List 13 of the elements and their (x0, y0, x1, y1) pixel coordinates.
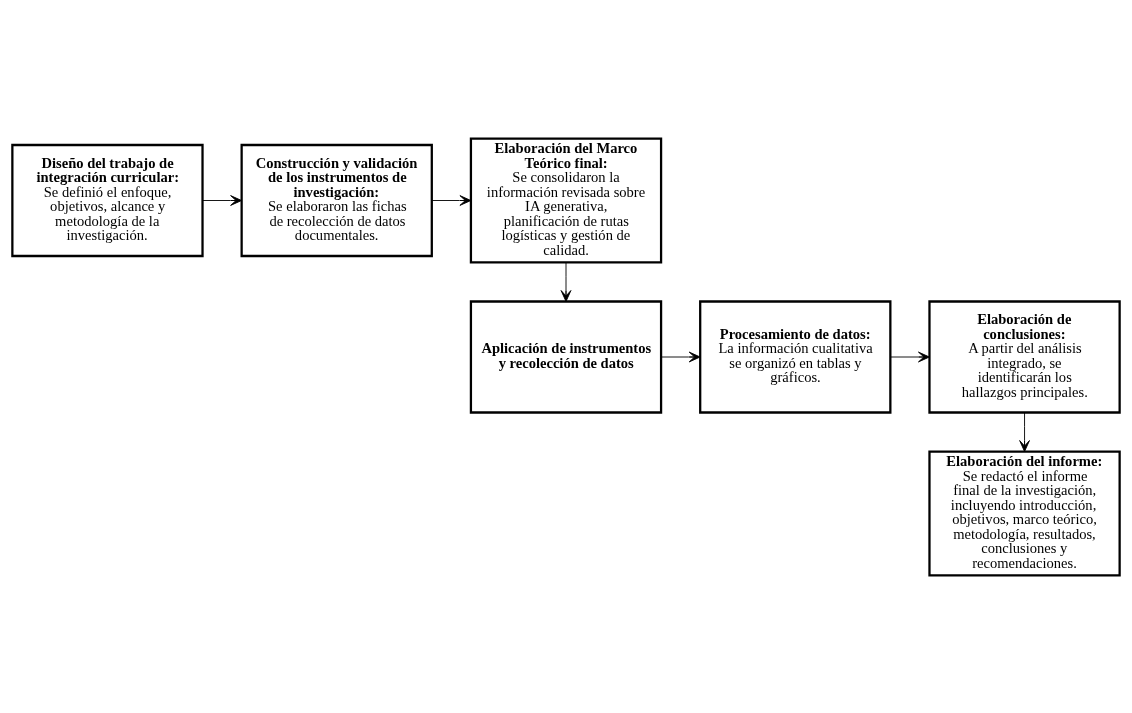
arrow (560, 261, 572, 302)
arrow (202, 194, 242, 206)
arrow (1019, 411, 1030, 452)
node-box: Diseño del trabajo de integración curricular: Se definió el enfoque, objetivos, alcance y metodología de la investigación. (11, 143, 204, 257)
node-box: Procesamiento de datos: La información cualitativa se organizó en tablas y gráficos. (699, 299, 892, 414)
node-box: Elaboración del Marco Teórico final: Se consolidaron la información revisada sobre IA generativa, planificación de rutas logísticas y gestión de calidad. (469, 137, 663, 263)
node-box: Aplicación de instrumentos y recolección de datos (469, 299, 663, 414)
arrow (890, 351, 930, 362)
node-box: Construcción y validación de los instrumentos de investigación: Se elaboraron las fichas de recolección de datos documentales. (240, 143, 433, 257)
arrow (431, 194, 472, 206)
node-box: Elaboración de conclusiones: A partir del análisis integrado, se identificarán los hallazgos principales. (928, 299, 1121, 414)
node-box: Elaboración del informe: Se redactó el informe final de la investigación, incluyendo introducción, objetivos, marco teórico, metodología, resultados, conclusiones y recomendaciones. (928, 450, 1121, 576)
arrow (660, 351, 701, 362)
